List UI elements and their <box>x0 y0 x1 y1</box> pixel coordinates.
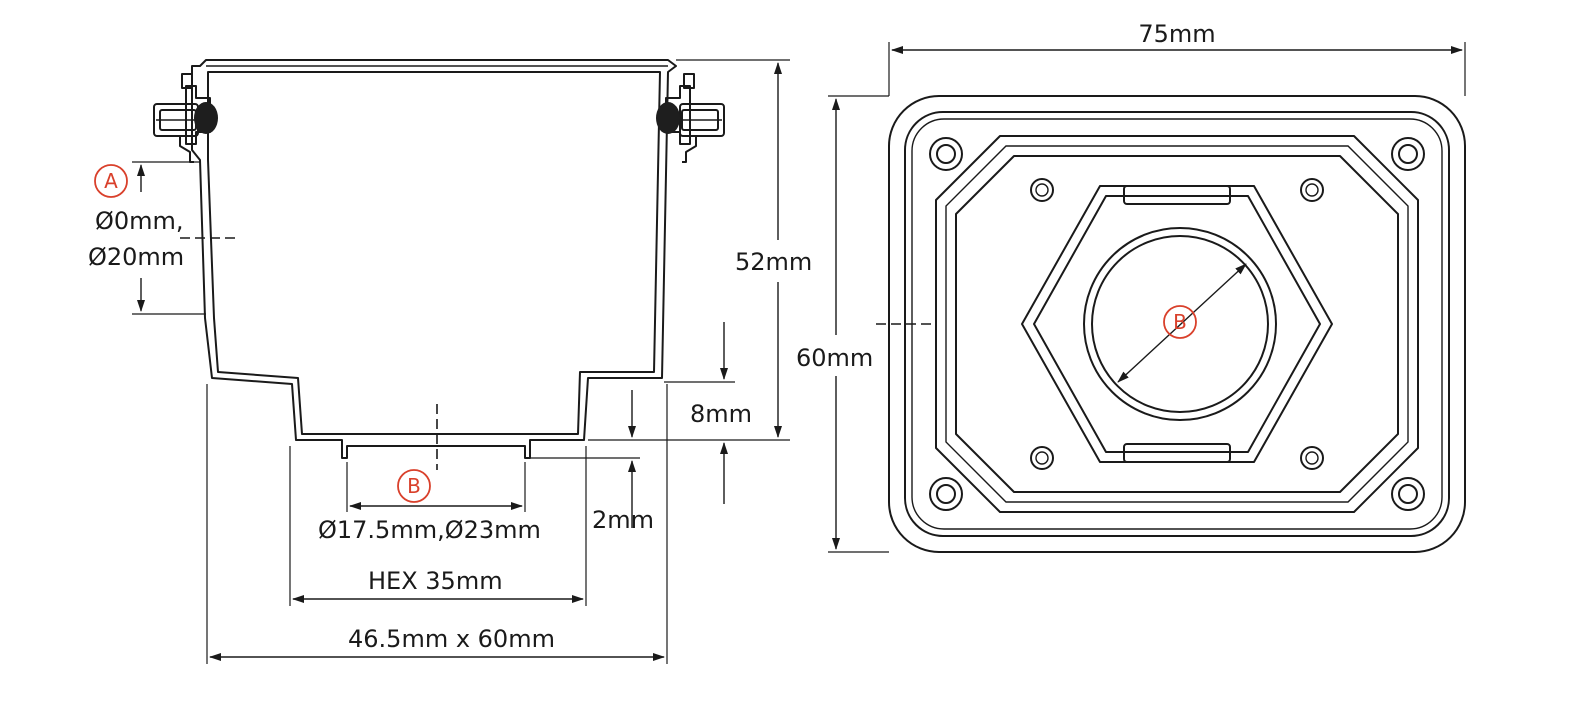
label-outlet-diameters: Ø17.5mm,Ø23mm <box>318 516 541 544</box>
label-top-height: 60mm <box>796 344 873 372</box>
callout-b-side: B <box>407 474 421 498</box>
inner-screw-holes <box>1030 178 1324 470</box>
label-footprint: 46.5mm x 60mm <box>348 625 555 653</box>
corner-screw-holes <box>929 137 1425 511</box>
left-oring <box>194 102 218 134</box>
callout-b-top-circle <box>1163 305 1197 339</box>
cup-inner-wall <box>207 71 661 435</box>
dim-top-outlet-diameter <box>1117 263 1247 383</box>
label-top-width: 75mm <box>1138 20 1215 48</box>
flange-outer <box>888 95 1466 553</box>
callout-a-circle <box>94 164 128 198</box>
outlet-inner-circle <box>1091 235 1269 413</box>
label-lip-height: 2mm <box>592 506 654 534</box>
flange-inner <box>904 111 1450 537</box>
label-opening-line1: Ø0mm, <box>95 207 184 235</box>
left-clamp <box>153 73 218 163</box>
callout-b-top: B <box>1173 310 1187 334</box>
octagon-outer <box>935 135 1419 513</box>
label-hex-size: HEX 35mm <box>368 567 503 595</box>
cup-outer-wall <box>191 59 677 459</box>
hex-top-tab <box>1123 185 1231 205</box>
label-opening-line2: Ø20mm <box>88 243 184 271</box>
right-oring <box>656 102 680 134</box>
label-overall-height: 52mm <box>735 248 812 276</box>
label-step-height: 8mm <box>690 400 752 428</box>
top-view: B 75mm 60mm <box>796 20 1466 553</box>
hexagon-outer <box>1021 185 1333 463</box>
right-clamp <box>656 73 725 163</box>
hex-bottom-tab <box>1123 443 1231 463</box>
callout-a: A <box>104 169 118 193</box>
outlet-outer-circle <box>1083 227 1277 421</box>
side-section-view: A B Ø0mm, Ø20mm 52mm 8mm 2mm Ø17.5mm,Ø23… <box>88 59 812 664</box>
callout-b-side-circle <box>397 469 431 503</box>
